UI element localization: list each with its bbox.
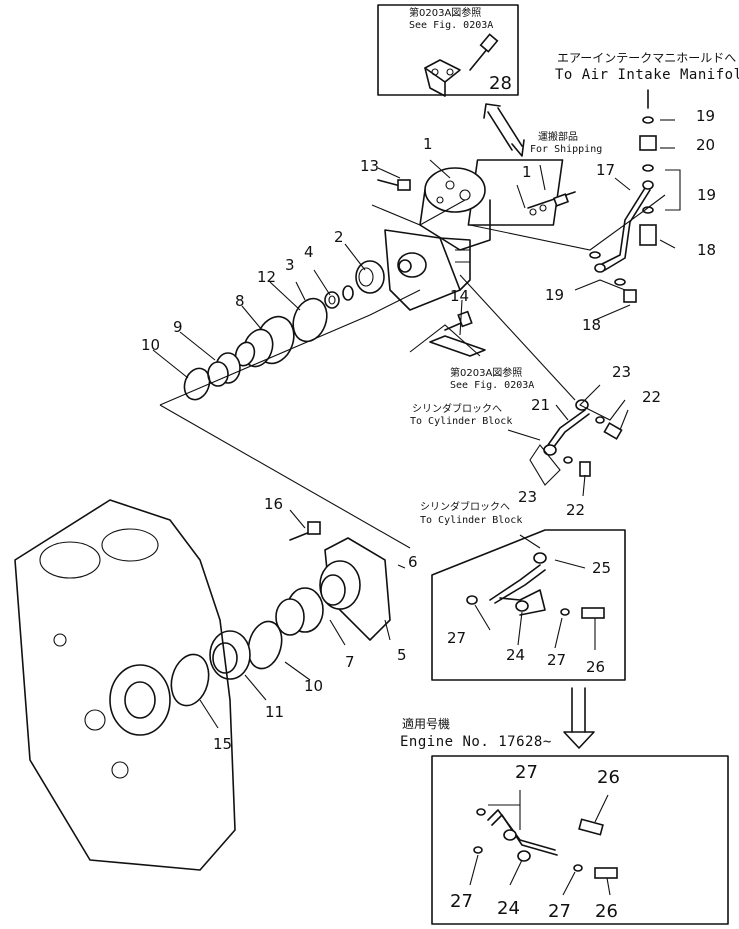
bolt-13-icon xyxy=(377,179,411,191)
part-number-15: 15 xyxy=(213,735,233,753)
bushing-7-icon xyxy=(275,587,324,636)
air-intake-jp-label: エアーインテークマニホールドへ xyxy=(557,51,737,65)
part-number-22a: 22 xyxy=(642,388,662,406)
inset-part-number-27c: 27 xyxy=(548,901,571,922)
part-number-18a: 18 xyxy=(697,241,717,259)
fittings-19-20-icon xyxy=(589,89,657,303)
part-number-6: 6 xyxy=(408,553,418,571)
part-number-8: 8 xyxy=(235,292,245,310)
top-reference-box xyxy=(377,4,519,97)
bolt-16-icon xyxy=(289,521,321,541)
part-number-11: 11 xyxy=(265,703,285,721)
part-number-24a: 24 xyxy=(506,646,526,664)
top-ref-jp-label: 第0203A図参照 xyxy=(409,8,482,19)
part-number-16: 16 xyxy=(264,495,284,513)
tube-17-icon xyxy=(594,180,654,273)
serial-jp-label: 適用号機 xyxy=(402,717,451,731)
air-intake-en-label: To Air Intake Manifold xyxy=(555,67,739,83)
part-number-17: 17 xyxy=(596,161,616,179)
part-number-21: 21 xyxy=(531,396,551,414)
cyl-block1-jp-label: シリンダブロックへ xyxy=(412,404,502,415)
bolt-28-icon xyxy=(469,33,499,71)
washer-4-icon xyxy=(342,285,354,301)
o-ring-12-icon xyxy=(292,297,328,343)
engine-block-icon xyxy=(14,499,236,871)
part-number-19a: 19 xyxy=(696,107,716,125)
part-number-13: 13 xyxy=(360,157,380,175)
mid-ref-en-label: See Fig. 0203A xyxy=(450,380,535,391)
mid-ref-jp-label: 第0203A図参照 xyxy=(450,368,523,379)
part-number-14: 14 xyxy=(450,287,470,305)
inset-part-number-27a: 27 xyxy=(515,762,538,783)
part-number-5: 5 xyxy=(397,646,407,664)
part-number-18b: 18 xyxy=(582,316,602,334)
cyl-block2-en-label: To Cylinder Block xyxy=(420,515,523,526)
part-number-25: 25 xyxy=(592,559,612,577)
cover-5-icon xyxy=(319,537,391,641)
o-ring-10-icon xyxy=(183,367,211,401)
bracket-14-icon xyxy=(429,310,486,357)
gear-11-icon xyxy=(209,630,251,680)
part-number-26a: 26 xyxy=(586,658,606,676)
part-number-4: 4 xyxy=(304,243,314,261)
part-number-28: 28 xyxy=(489,73,512,94)
inset-part-number-26a: 26 xyxy=(597,767,620,788)
inset-part-number-26b: 26 xyxy=(595,901,618,922)
shipping-en-label: For Shipping xyxy=(530,144,603,155)
bushing-9-icon xyxy=(207,352,241,387)
nut-3-icon xyxy=(324,291,340,309)
air-compressor-icon xyxy=(384,167,491,311)
part-number-10a: 10 xyxy=(141,336,161,354)
part-number-19c: 19 xyxy=(545,286,565,304)
part-number-3: 3 xyxy=(285,256,295,274)
gear-2-icon xyxy=(355,260,385,294)
part-number-23a: 23 xyxy=(612,363,632,381)
cyl-block1-en-label: To Cylinder Block xyxy=(410,416,513,427)
part-number-27a: 27 xyxy=(447,629,467,647)
part-number-23b: 23 xyxy=(518,488,538,506)
double-arrow-icon xyxy=(483,103,525,157)
part-number-9: 9 xyxy=(173,318,183,336)
down-arrow-icon xyxy=(563,687,595,749)
part-number-20: 20 xyxy=(696,136,716,154)
engine-serial-inset-box xyxy=(431,755,729,925)
shipping-jp-label: 運搬部品 xyxy=(538,132,578,143)
tube-21-icon xyxy=(543,399,623,477)
o-ring-10b-icon xyxy=(247,620,283,670)
serial-en-label: Engine No. 17628~ xyxy=(400,734,552,750)
part-number-19b: 19 xyxy=(697,186,717,204)
inset-part-number-24: 24 xyxy=(497,898,520,919)
cyl-block2-jp-label: シリンダブロックへ xyxy=(420,502,510,513)
part-number-27b: 27 xyxy=(547,651,567,669)
part-number-7: 7 xyxy=(345,653,355,671)
inset-part-number-27b: 27 xyxy=(450,891,473,912)
part-number-10b: 10 xyxy=(304,677,324,695)
leader-lines xyxy=(152,119,681,896)
bracket-icon xyxy=(424,59,461,97)
coupling-8-icon xyxy=(234,315,295,368)
part-number-1b: 1 xyxy=(522,163,532,181)
top-ref-en-label: See Fig. 0203A xyxy=(409,20,494,31)
o-ring-15-icon xyxy=(170,653,210,707)
part-number-22b: 22 xyxy=(566,501,586,519)
part-number-2: 2 xyxy=(334,228,344,246)
part-number-1: 1 xyxy=(423,135,433,153)
tube-assembly-box xyxy=(431,529,626,681)
part-number-12: 12 xyxy=(257,268,277,286)
